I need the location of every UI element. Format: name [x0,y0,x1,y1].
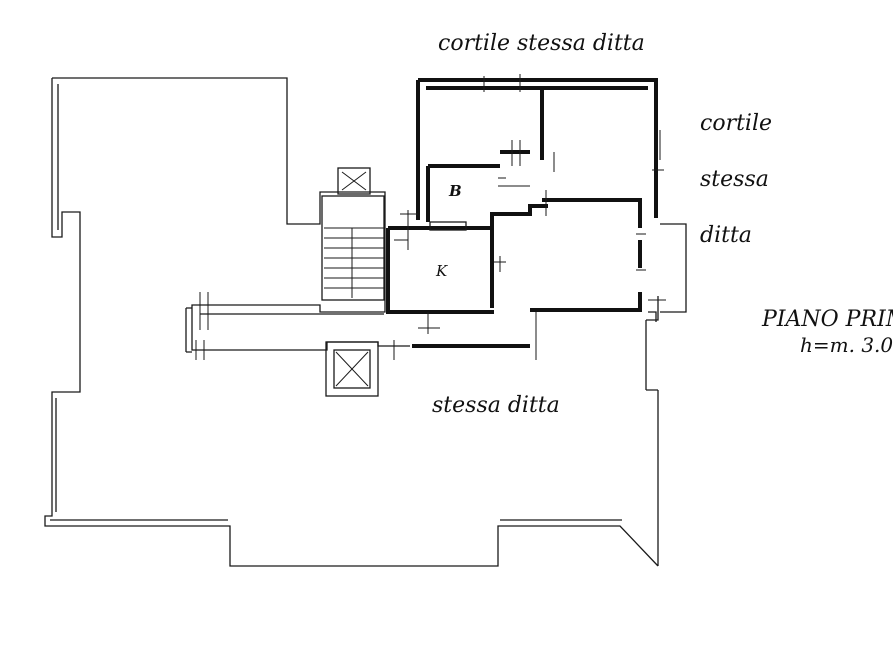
floor-height: h=m. 3.00 [800,333,893,357]
shaft-top [337,167,371,195]
label-bottom-stessa-ditta: stessa ditta [432,393,560,418]
label-top-cortile: cortile stessa ditta [438,31,645,56]
room-label-k: K [435,262,448,280]
apartment-walls [386,78,658,348]
label-right-ditta: ditta [700,223,752,248]
outer-building-outline [44,77,659,567]
corridor-ticks [195,292,395,360]
bath-fixture [429,221,467,231]
label-right-cortile: cortile [700,111,772,136]
shaft-bottom [325,341,379,397]
floor-title: PIANO PRIM [761,307,893,332]
corridor [185,307,384,353]
right-projection [648,223,687,322]
outer-inner-line [50,84,622,521]
door-ticks [394,74,666,360]
staircase [321,195,385,301]
label-right-stessa: stessa [700,167,769,192]
room-label-b: B [448,182,462,200]
